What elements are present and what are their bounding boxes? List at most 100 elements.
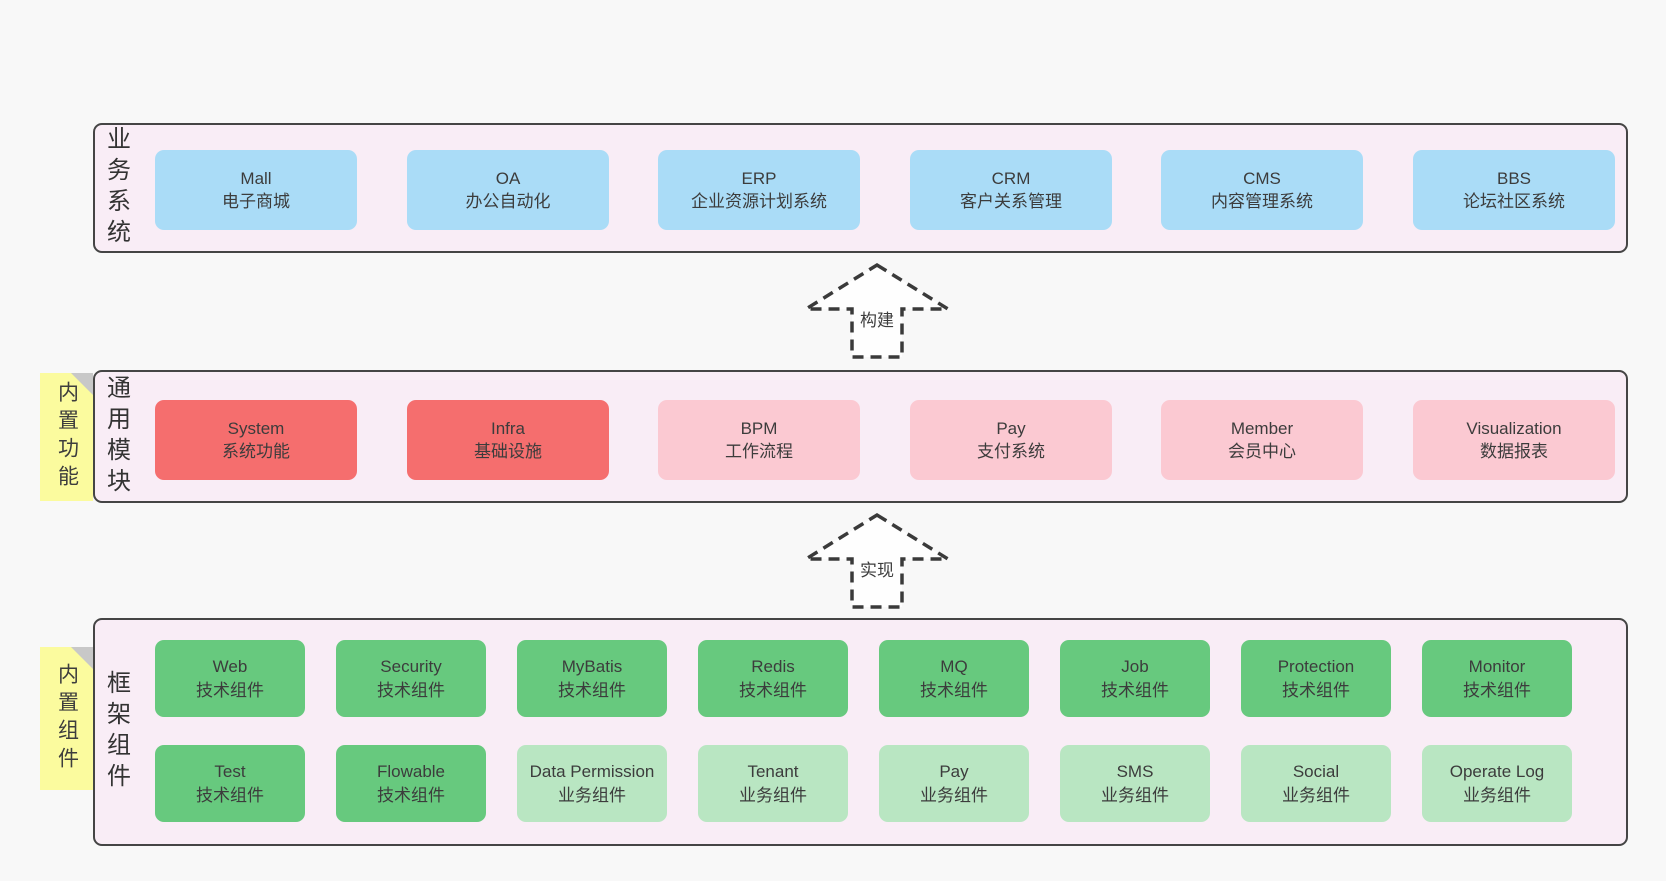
build-arrow: 构建 bbox=[802, 262, 952, 359]
module-box-infra: Infra 基础设施 bbox=[407, 400, 609, 480]
box-en: MyBatis bbox=[561, 657, 623, 677]
box-en: Redis bbox=[751, 657, 795, 677]
component-box-mybatis: MyBatis 技术组件 bbox=[517, 640, 667, 717]
box-en: Test bbox=[214, 762, 246, 782]
note-text: 内置功能 bbox=[55, 381, 79, 493]
box-zh: 办公自动化 bbox=[465, 192, 551, 211]
box-zh: 电子商城 bbox=[222, 192, 290, 211]
box-zh: 业务组件 bbox=[1101, 785, 1169, 805]
component-box-pay: Pay 业务组件 bbox=[879, 745, 1029, 822]
box-zh: 技术组件 bbox=[377, 680, 445, 700]
box-en: Mall bbox=[240, 168, 272, 188]
up-arrow-shape bbox=[802, 512, 952, 609]
box-zh: 企业资源计划系统 bbox=[691, 192, 827, 211]
component-box-monitor: Monitor 技术组件 bbox=[1422, 640, 1572, 717]
component-box-security: Security 技术组件 bbox=[336, 640, 486, 717]
box-en: Visualization bbox=[1466, 418, 1562, 438]
implement-arrow: 实现 bbox=[802, 512, 952, 609]
layer-label-modules: 通用模块 bbox=[102, 374, 130, 499]
box-en: Member bbox=[1230, 418, 1294, 438]
module-box-member: Member 会员中心 bbox=[1161, 400, 1363, 480]
box-en: Flowable bbox=[376, 762, 446, 782]
business-box-bbs: BBS 论坛社区系统 bbox=[1413, 150, 1615, 230]
box-zh: 技术组件 bbox=[1282, 680, 1350, 700]
box-en: BPM bbox=[740, 418, 778, 438]
box-en: CRM bbox=[991, 168, 1031, 188]
box-zh: 论坛社区系统 bbox=[1463, 192, 1565, 211]
box-en: Job bbox=[1121, 657, 1149, 677]
box-zh: 技术组件 bbox=[1463, 680, 1531, 700]
box-zh: 技术组件 bbox=[196, 785, 264, 805]
box-zh: 工作流程 bbox=[725, 442, 793, 461]
layer-label-business: 业务系统 bbox=[102, 126, 130, 250]
box-en: Social bbox=[1292, 762, 1340, 782]
module-box-system: System 系统功能 bbox=[155, 400, 357, 480]
component-box-redis: Redis 技术组件 bbox=[698, 640, 848, 717]
box-en: Operate Log bbox=[1449, 762, 1545, 782]
box-zh: 支付系统 bbox=[977, 442, 1045, 461]
component-box-web: Web 技术组件 bbox=[155, 640, 305, 717]
box-zh: 技术组件 bbox=[377, 785, 445, 805]
component-box-sms: SMS 业务组件 bbox=[1060, 745, 1210, 822]
business-box-erp: ERP 企业资源计划系统 bbox=[658, 150, 860, 230]
box-zh: 客户关系管理 bbox=[960, 192, 1062, 211]
layer-label-components: 框架组件 bbox=[102, 670, 130, 794]
box-en: Protection bbox=[1277, 657, 1355, 677]
layer-common-modules: 通用模块 System 系统功能 Infra 基础设施 BPM 工作流程 Pay… bbox=[93, 370, 1628, 503]
business-box-mall: Mall 电子商城 bbox=[155, 150, 357, 230]
sticky-note-builtin-components: 内置组件 bbox=[40, 647, 93, 790]
box-zh: 业务组件 bbox=[739, 785, 807, 805]
layer-framework-components: 框架组件 Web 技术组件 Security 技术组件 MyBatis 技术组件… bbox=[93, 618, 1628, 846]
implement-arrow-label: 实现 bbox=[860, 561, 894, 580]
box-en: BBS bbox=[1496, 168, 1532, 188]
box-zh: 会员中心 bbox=[1228, 442, 1296, 461]
component-box-tenant: Tenant 业务组件 bbox=[698, 745, 848, 822]
box-zh: 技术组件 bbox=[558, 680, 626, 700]
component-box-operate-log: Operate Log 业务组件 bbox=[1422, 745, 1572, 822]
box-zh: 系统功能 bbox=[222, 442, 290, 461]
box-en: OA bbox=[495, 168, 521, 188]
component-box-protection: Protection 技术组件 bbox=[1241, 640, 1391, 717]
box-zh: 内容管理系统 bbox=[1211, 192, 1313, 211]
box-en: Security bbox=[380, 657, 442, 677]
box-zh: 业务组件 bbox=[1463, 785, 1531, 805]
box-zh: 业务组件 bbox=[1282, 785, 1350, 805]
box-zh: 技术组件 bbox=[739, 680, 807, 700]
module-box-bpm: BPM 工作流程 bbox=[658, 400, 860, 480]
box-zh: 技术组件 bbox=[196, 680, 264, 700]
box-en: Monitor bbox=[1468, 657, 1526, 677]
module-box-visualization: Visualization 数据报表 bbox=[1413, 400, 1615, 480]
box-en: Data Permission bbox=[529, 762, 655, 782]
box-en: CMS bbox=[1243, 168, 1281, 188]
box-zh: 技术组件 bbox=[920, 680, 988, 700]
box-en: SMS bbox=[1116, 762, 1154, 782]
box-en: Tenant bbox=[747, 762, 799, 782]
box-zh: 业务组件 bbox=[920, 785, 988, 805]
box-en: Web bbox=[212, 657, 248, 677]
component-box-test: Test 技术组件 bbox=[155, 745, 305, 822]
layer-business-systems: 业务系统 Mall 电子商城 OA 办公自动化 ERP 企业资源计划系统 CRM… bbox=[93, 123, 1628, 253]
component-box-mq: MQ 技术组件 bbox=[879, 640, 1029, 717]
module-box-pay: Pay 支付系统 bbox=[910, 400, 1112, 480]
business-box-oa: OA 办公自动化 bbox=[407, 150, 609, 230]
box-zh: 业务组件 bbox=[558, 785, 626, 805]
component-box-flowable: Flowable 技术组件 bbox=[336, 745, 486, 822]
box-zh: 数据报表 bbox=[1480, 442, 1548, 461]
box-en: Infra bbox=[490, 418, 526, 438]
business-box-crm: CRM 客户关系管理 bbox=[910, 150, 1112, 230]
sticky-note-builtin-features: 内置功能 bbox=[40, 373, 93, 501]
box-en: MQ bbox=[940, 657, 968, 677]
component-box-data-permission: Data Permission 业务组件 bbox=[517, 745, 667, 822]
box-en: Pay bbox=[939, 762, 969, 782]
up-arrow-shape bbox=[802, 262, 952, 359]
note-text: 内置组件 bbox=[55, 662, 79, 775]
business-box-cms: CMS 内容管理系统 bbox=[1161, 150, 1363, 230]
box-en: ERP bbox=[741, 168, 777, 188]
build-arrow-label: 构建 bbox=[860, 311, 894, 330]
component-box-job: Job 技术组件 bbox=[1060, 640, 1210, 717]
box-zh: 基础设施 bbox=[474, 442, 542, 461]
box-zh: 技术组件 bbox=[1101, 680, 1169, 700]
box-en: Pay bbox=[996, 418, 1026, 438]
box-en: System bbox=[227, 418, 285, 438]
